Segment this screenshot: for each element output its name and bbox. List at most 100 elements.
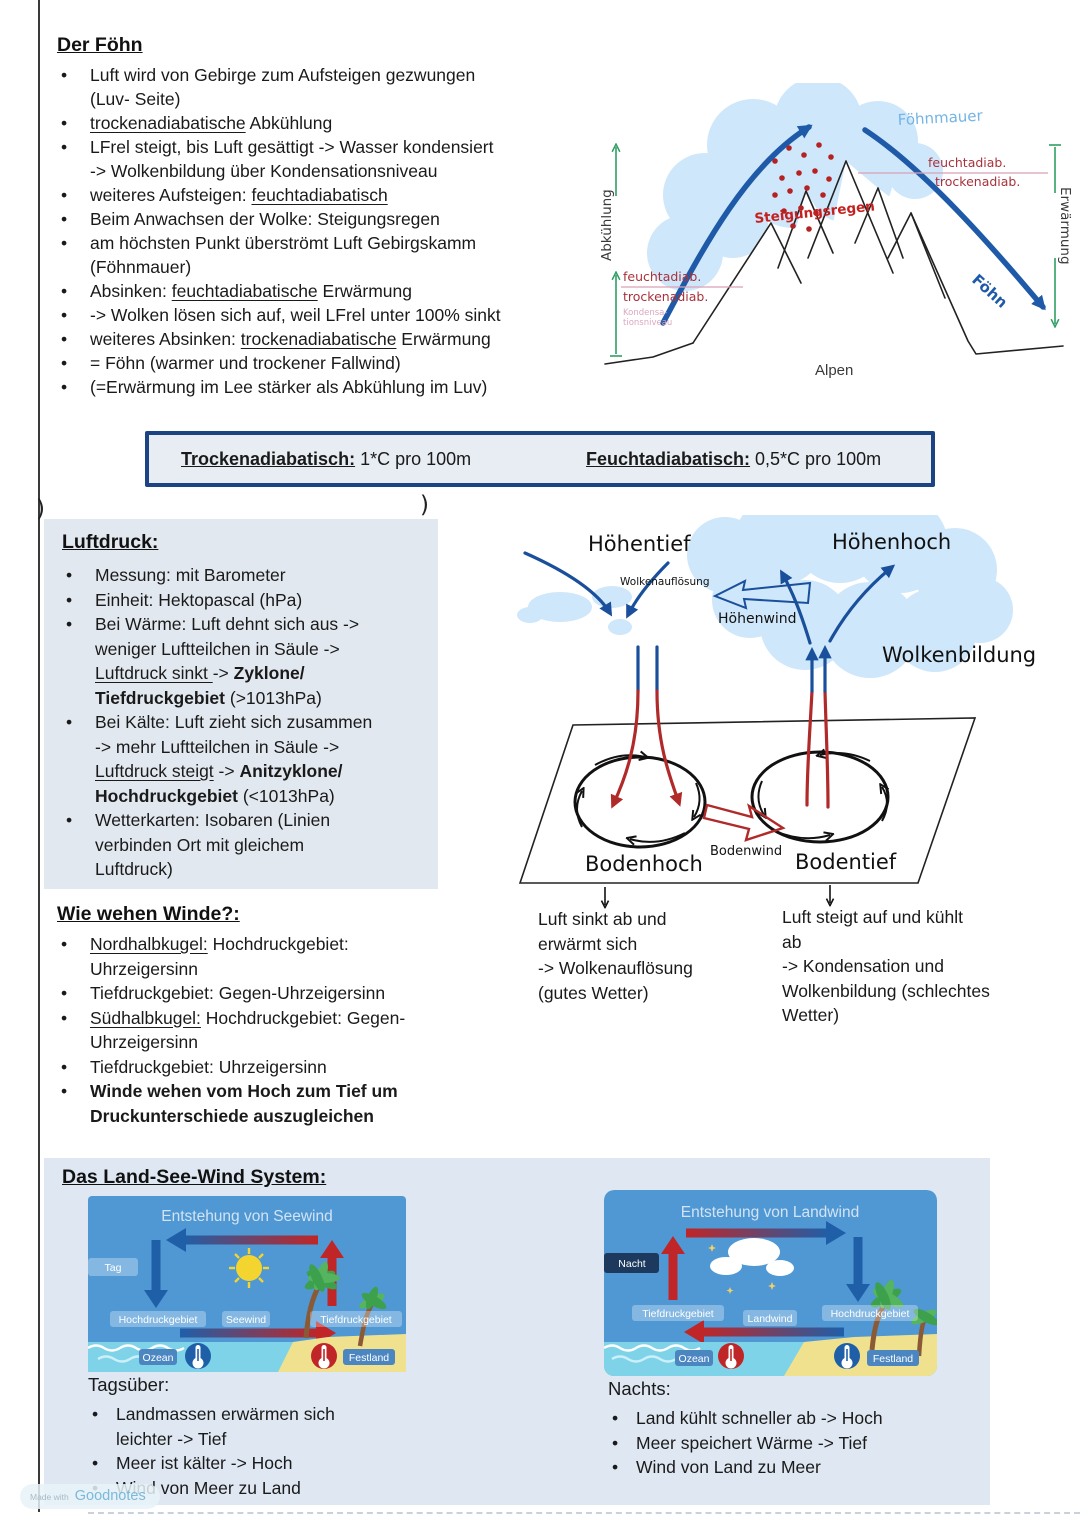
festland-label: Festland [349, 1352, 389, 1364]
palm-tree-icon [303, 1261, 387, 1347]
list-item: weiteres Aufsteigen: feuchtadiabatisch [57, 183, 587, 207]
tiefdruckgebiet-label: Tiefdruckgebiet [320, 1314, 391, 1326]
list-item: weiteres Absinken: trockenadiabatische E… [57, 327, 587, 351]
bodenwind-arrow [702, 803, 786, 842]
luftdruck-title: Luftdruck: [62, 531, 159, 553]
foehnmauer-label: Föhnmauer [897, 107, 984, 129]
palm-tree-night-icon [869, 1279, 937, 1357]
feuchtadiabatisch-value: 0,5*C pro 100m [750, 449, 882, 469]
feuchtadiab-left-label: feuchtadiab. [623, 269, 701, 284]
cold-thermometer-night-icon [834, 1343, 860, 1369]
list-item: Tiefdruckgebiet: Uhrzeigersinn [57, 1055, 537, 1080]
kondensationsniveau-label2: tionsniveau [623, 318, 672, 328]
ozean-night-label: Ozean [679, 1353, 710, 1365]
winde-bullet-list: Nordhalbkugel: Hochdruckgebiet:Uhrzeiger… [57, 932, 537, 1128]
wolkenaufloesung-label: Wolkenauflösung [620, 576, 710, 588]
list-item: = Föhn (warmer und trockener Fallwind) [57, 351, 587, 375]
sinking-air-arrows [523, 551, 683, 809]
list-item: (=Erwärmung im Lee stärker als Abkühlung… [57, 375, 587, 399]
foehn-section: Der Föhn Luft wird von Gebirge zum Aufst… [57, 34, 587, 399]
list-item: Meer speichert Wärme -> Tief [608, 1431, 968, 1456]
seewind-labels: Tag Hochdruckgebiet Seewind Tiefdruckgeb… [88, 1258, 402, 1365]
feuchtadiabatisch-entry: Feuchtadiabatisch: 0,5*C pro 100m [586, 449, 881, 470]
list-item: Land kühlt schneller ab -> Hoch [608, 1406, 968, 1431]
list-item: Messung: mit Barometer [62, 563, 424, 588]
tagsueber-heading: Tagsüber: [88, 1374, 170, 1395]
list-item: -> Wolken lösen sich auf, weil LFrel unt… [57, 303, 587, 327]
landsee-section: Das Land-See-Wind System: Entstehung von… [44, 1158, 990, 1505]
pressure-systems-diagram: Höhentief Wolkenauflösung Höhenwind Höhe… [517, 515, 1036, 913]
winde-section: Wie wehen Winde?: Nordhalbkugel: Hochdru… [57, 903, 537, 1128]
feuchtadiabatisch-term: Feuchtadiabatisch: [586, 449, 751, 469]
erwaermung-label: Erwärmung [1057, 187, 1073, 265]
foehn-mountain-diagram: Abkühlung Erwärmung Föhnmauer feuchtadia… [599, 83, 1073, 383]
goodnotes-watermark: Made with Goodnotes [20, 1484, 160, 1509]
list-item: Winde wehen vom Hoch zum Tief umDruckunt… [57, 1079, 537, 1128]
kondensationsniveau-label: Kondensa- [623, 308, 667, 318]
bodentief-label: Bodentief [795, 850, 897, 874]
foehn-title: Der Föhn [57, 34, 143, 56]
seewind-label: Seewind [226, 1314, 266, 1326]
ozean-label: Ozean [143, 1352, 174, 1364]
landwind-image: Entstehung von Landwind [604, 1190, 937, 1376]
cooling-arrow [610, 147, 622, 357]
tiefdruckgebiet-night-label: Tiefdruckgebiet [642, 1308, 713, 1320]
moon-clouds-icon [708, 1238, 794, 1294]
landwind-labels: Nacht Tiefdruckgebiet Landwind Hochdruck… [604, 1253, 919, 1366]
nacht-label: Nacht [618, 1258, 646, 1270]
hoehenwind-arrow [712, 579, 812, 610]
foehn-cloud-icon [647, 83, 943, 291]
page-margin-line [38, 0, 40, 1512]
nachts-bullet-list: Land kühlt schneller ab -> Hoch Meer spe… [608, 1406, 968, 1480]
abkuehlung-label: Abkühlung [599, 189, 615, 261]
list-item: Tiefdruckgebiet: Gegen-Uhrzeigersinn [57, 981, 537, 1006]
landwind-label: Landwind [748, 1313, 793, 1325]
list-item: Südhalbkugel: Hochdruckgebiet: Gegen-Uhr… [57, 1006, 537, 1055]
list-item: Bei Kälte: Luft zieht sich zusammen-> me… [62, 710, 424, 808]
hoehenhoch-label: Höhenhoch [832, 530, 951, 554]
hochdruckgebiet-label: Hochdruckgebiet [119, 1314, 198, 1326]
adiabatic-rates-box: Trockenadiabatisch: 1*C pro 100m Feuchta… [145, 431, 935, 487]
trockenadiab-right-label: trockenadiab. [935, 174, 1020, 189]
trockenadiabatisch-term: Trockenadiabatisch: [181, 449, 356, 469]
luftdruck-bullet-list: Messung: mit Barometer Einheit: Hektopas… [62, 563, 424, 882]
handwritten-paren-left: ) [36, 496, 45, 522]
list-item: Wetterkarten: Isobaren (Linienverbinden … [62, 808, 424, 882]
list-item: Nordhalbkugel: Hochdruckgebiet:Uhrzeiger… [57, 932, 537, 981]
foehn-wind-label: Föhn [968, 271, 1011, 312]
hot-thermometer-night-icon [718, 1343, 744, 1369]
result-arrows [605, 885, 830, 905]
landsee-title: Das Land-See-Wind System: [62, 1166, 327, 1188]
bodenwind-label: Bodenwind [710, 844, 782, 859]
watermark-prefix: Made with [30, 1492, 69, 1502]
foehn-flow-arrow [660, 124, 1046, 326]
rising-air-arrows [780, 564, 896, 809]
high-cloud-icon [687, 515, 1013, 678]
luftdruck-section: Luftdruck: Messung: mit Barometer Einhei… [44, 519, 438, 889]
list-item: Meer ist kälter -> Hoch [88, 1451, 418, 1476]
landwind-circulation-arrows [661, 1221, 870, 1344]
foehn-bullet-list: Luft wird von Gebirge zum Aufsteigen gez… [57, 63, 587, 399]
handwritten-paren-right: ) [420, 492, 429, 518]
bodentief-circulation [750, 752, 890, 844]
hoehenwind-label: Höhenwind [718, 611, 797, 627]
list-item: Beim Anwachsen der Wolke: Steigungsregen [57, 207, 587, 231]
alpen-label: Alpen [815, 362, 853, 379]
cold-thermometer-icon [185, 1343, 211, 1369]
festland-night-label: Festland [873, 1353, 913, 1365]
alps-mountains [604, 160, 1064, 383]
seewind-image-title: Entstehung von Seewind [161, 1208, 332, 1225]
bodenhoch-circulation [573, 755, 707, 849]
rain-dots [772, 142, 834, 232]
warming-arrow [1049, 144, 1061, 324]
trockenadiab-left-label: trockenadiab. [623, 289, 708, 304]
feuchtadiab-right-label: feuchtadiab. [928, 155, 1006, 170]
list-item: Bei Wärme: Luft dehnt sich aus ->weniger… [62, 612, 424, 710]
hot-thermometer-icon [311, 1343, 337, 1369]
sun-icon [229, 1248, 269, 1288]
list-item: LFrel steigt, bis Luft gesättigt -> Wass… [57, 135, 587, 183]
list-item: Wind von Land zu Meer [608, 1455, 968, 1480]
